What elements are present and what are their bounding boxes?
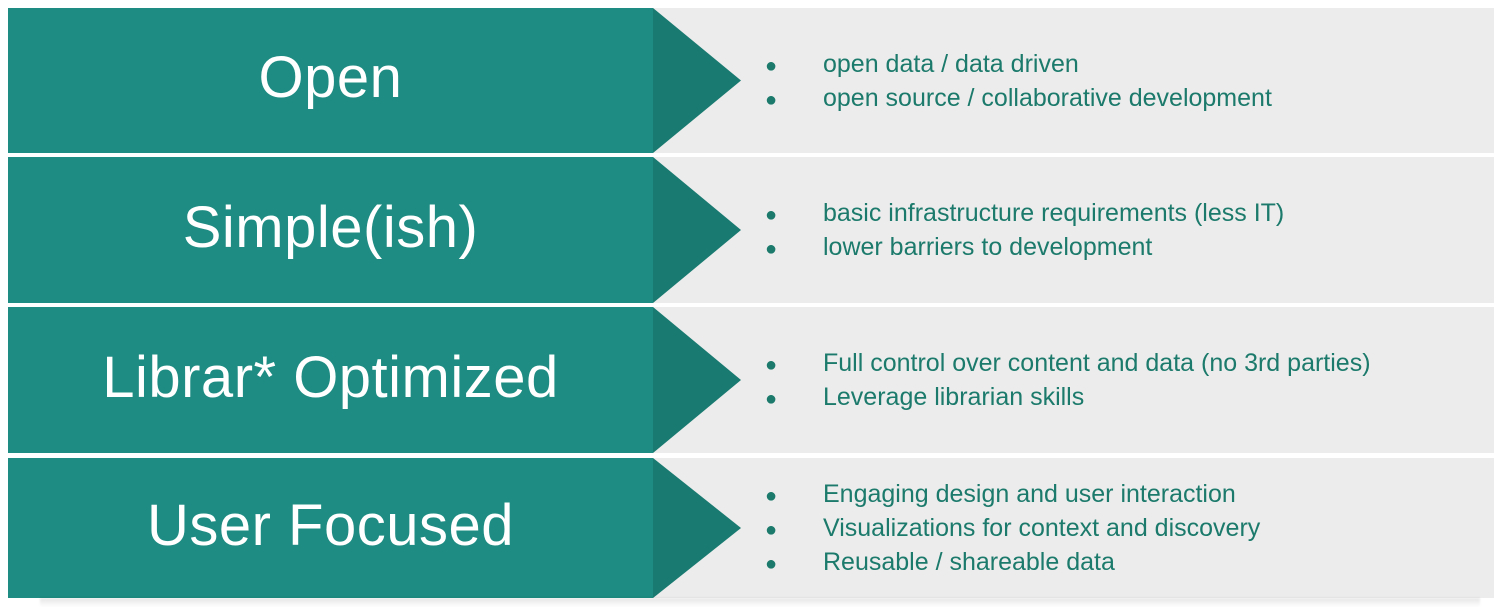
list-item-label: Reusable / shareable data [823, 548, 1115, 576]
content-panel [653, 8, 1494, 153]
bullet-dot-icon [765, 554, 823, 574]
list-item: Full control over content and data (no 3… [765, 346, 1495, 380]
stack-drop-shadow [40, 598, 1480, 607]
bullet-list: Engaging design and user interaction Vis… [765, 458, 1495, 598]
bullet-dot-icon [765, 520, 823, 540]
content-panel [653, 307, 1494, 453]
list-item-label: Full control over content and data (no 3… [823, 349, 1371, 377]
list-item-label: Visualizations for context and discovery [823, 514, 1261, 542]
chevron-arrow-head-icon [653, 307, 741, 453]
chevron-bar [8, 157, 653, 303]
chevron-arrow-head-icon [653, 8, 741, 153]
chevron-row-simpleish: Simple(ish) basic infrastructure require… [0, 157, 1503, 303]
list-item-label: open source / collaborative development [823, 83, 1272, 112]
bullet-list: basic infrastructure requirements (less … [765, 157, 1495, 303]
list-item-label: lower barriers to development [823, 233, 1153, 261]
list-item: Leverage librarian skills [765, 380, 1495, 414]
chevron-row-open: Open open data / data driven open source… [0, 8, 1503, 153]
chevron-bar [8, 458, 653, 598]
list-item-label: basic infrastructure requirements (less … [823, 199, 1285, 227]
chevron-bar [8, 307, 653, 453]
list-item-label: open data / data driven [823, 49, 1079, 78]
list-item: Reusable / shareable data [765, 545, 1495, 579]
list-item-label: Engaging design and user interaction [823, 480, 1236, 508]
list-item: Visualizations for context and discovery [765, 511, 1495, 545]
bullet-dot-icon [765, 355, 823, 375]
chevron-bar [8, 8, 653, 153]
bullet-dot-icon [765, 389, 823, 409]
content-panel [653, 157, 1494, 303]
bullet-dot-icon [765, 56, 823, 76]
chevron-row-user-focused: User Focused Engaging design and user in… [0, 458, 1503, 598]
bullet-dot-icon [765, 239, 823, 259]
bullet-dot-icon [765, 90, 823, 110]
list-item: lower barriers to development [765, 230, 1495, 264]
bullet-list: Full control over content and data (no 3… [765, 307, 1495, 453]
bullet-list: open data / data driven open source / co… [765, 8, 1495, 153]
list-item: open data / data driven [765, 47, 1495, 81]
chevron-arrow-head-icon [653, 458, 741, 598]
bullet-dot-icon [765, 205, 823, 225]
chevron-arrow-head-icon [653, 157, 741, 303]
list-item: open source / collaborative development [765, 81, 1495, 115]
list-item: basic infrastructure requirements (less … [765, 196, 1495, 230]
list-item-label: Leverage librarian skills [823, 383, 1085, 411]
bullet-dot-icon [765, 486, 823, 506]
list-item: Engaging design and user interaction [765, 477, 1495, 511]
chevron-row-librar-optimized: Librar* Optimized Full control over cont… [0, 307, 1503, 453]
